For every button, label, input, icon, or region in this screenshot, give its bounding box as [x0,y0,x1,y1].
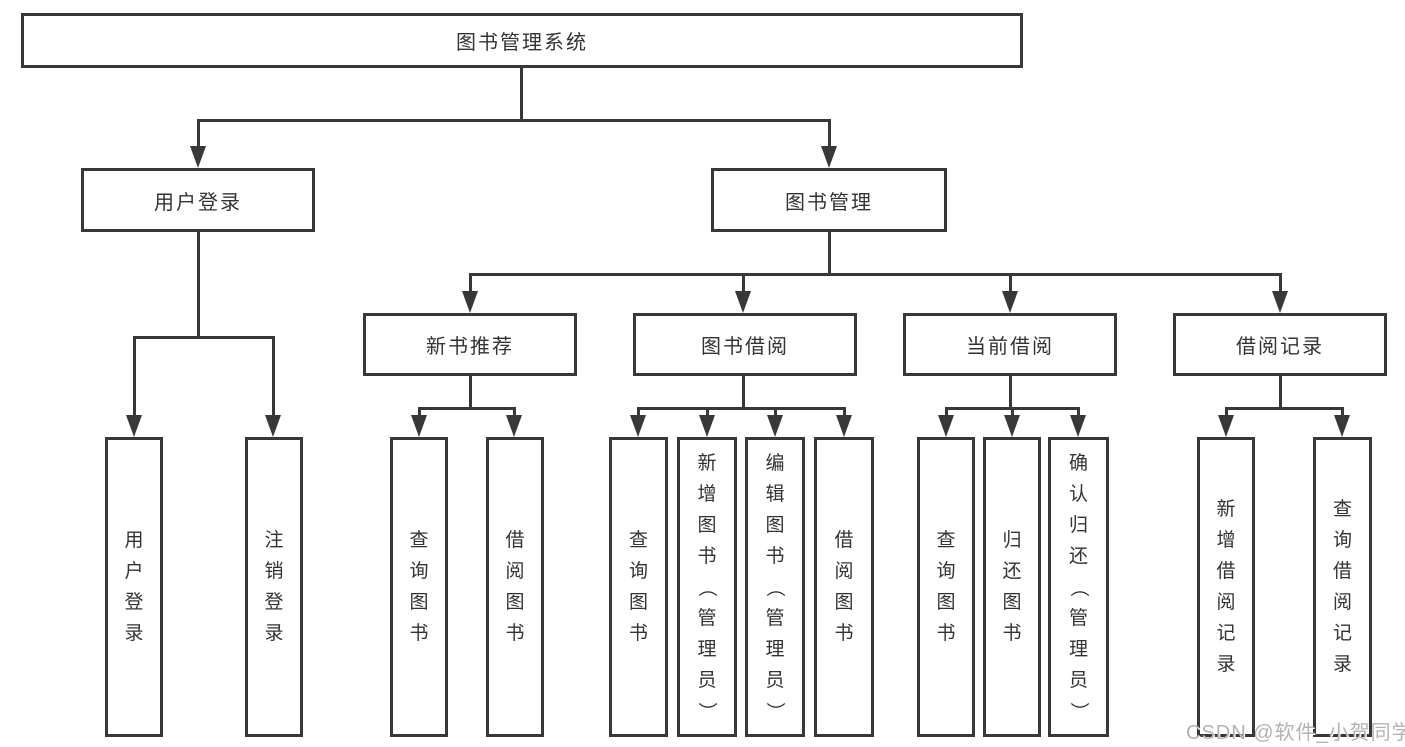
arrow-down-icon [1004,415,1020,437]
arrow-down-icon [735,291,751,313]
connector-line [418,407,516,410]
leaf-borrow-books-recommend: 借阅图书 [486,437,544,737]
arrow-down-icon [190,146,206,168]
connector-line [828,232,831,273]
arrow-down-icon [1070,415,1086,437]
leaf-add-book-admin: 新增图书（管理员） [677,437,737,737]
connector-line [843,407,846,417]
node-book-management: 图书管理 [711,168,947,232]
connector-line [513,407,516,417]
leaf-logout-login: 注销登录 [245,437,303,737]
connector-line [774,407,777,417]
node-borrowing-records: 借阅记录 [1173,313,1387,376]
connector-line [1279,376,1282,407]
watermark: CSDN @软件_小贺同学 [1186,722,1405,744]
leaf-query-books-current: 查询图书 [917,437,975,737]
arrow-down-icon [1272,291,1288,313]
arrow-down-icon [1334,415,1350,437]
connector-line [197,119,831,122]
arrow-down-icon [506,415,522,437]
connector-line [133,336,136,417]
connector-line [1225,407,1344,410]
connector-line [1279,273,1282,293]
node-user-login: 用户登录 [81,168,315,232]
connector-line [197,119,200,148]
arrow-down-icon [1002,291,1018,313]
connector-line [1009,376,1012,407]
connector-line [828,119,831,148]
node-library-system: 图书管理系统 [21,13,1023,68]
arrow-down-icon [462,291,478,313]
connector-line [133,336,275,339]
connector-line [637,407,846,410]
leaf-confirm-return-admin: 确认归还（管理员） [1048,437,1109,737]
connector-line [637,407,640,417]
connector-line [197,232,200,336]
connector-line [469,273,1282,276]
connector-line [272,336,275,417]
connector-line [1225,407,1228,417]
arrow-down-icon [265,415,281,437]
arrow-down-icon [836,415,852,437]
connector-line [1011,407,1014,417]
arrow-down-icon [1218,415,1234,437]
node-book-borrowing: 图书借阅 [633,313,857,376]
arrow-down-icon [411,415,427,437]
node-current-borrowing: 当前借阅 [903,313,1117,376]
connector-line [469,376,472,407]
arrow-down-icon [126,415,142,437]
leaf-query-books-borrowing: 查询图书 [609,437,668,737]
connector-line [1009,273,1012,293]
arrow-down-icon [938,415,954,437]
leaf-query-borrow-record: 查询借阅记录 [1313,437,1372,737]
leaf-query-books-recommend: 查询图书 [390,437,448,737]
connector-line [1341,407,1344,417]
arrow-down-icon [821,146,837,168]
leaf-add-borrow-record: 新增借阅记录 [1197,437,1255,737]
arrow-down-icon [767,415,783,437]
connector-line [418,407,421,417]
connector-line [742,273,745,293]
arrow-down-icon [699,415,715,437]
connector-line [742,376,745,407]
leaf-borrow-books-borrowing: 借阅图书 [814,437,874,737]
leaf-edit-book-admin: 编辑图书（管理员） [745,437,805,737]
connector-line [469,273,472,293]
connector-line [945,407,948,417]
connector-line [706,407,709,417]
connector-line [520,68,523,119]
node-new-book-recommendation: 新书推荐 [363,313,577,376]
leaf-user-login: 用户登录 [105,437,163,737]
arrow-down-icon [630,415,646,437]
connector-line [1077,407,1080,417]
leaf-return-books: 归还图书 [983,437,1041,737]
